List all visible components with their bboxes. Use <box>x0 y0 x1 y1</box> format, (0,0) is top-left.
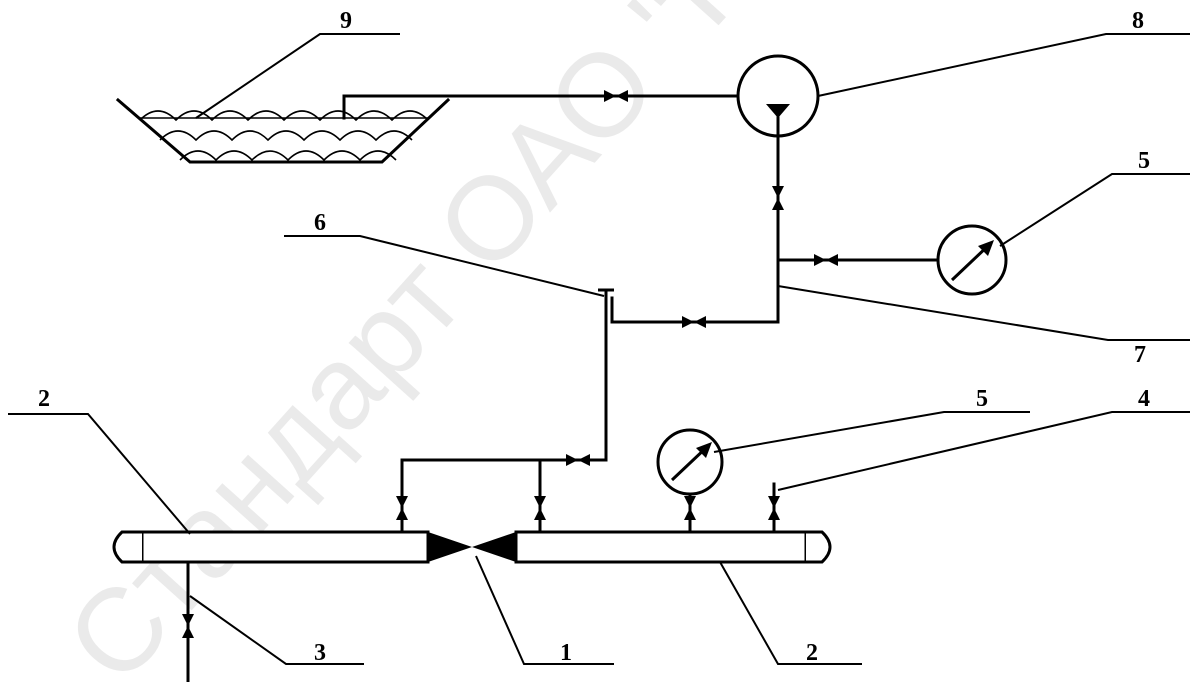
pipe-section <box>514 530 832 564</box>
supply-line <box>610 296 780 324</box>
leader-3 <box>189 595 364 665</box>
pressure-gauge-icon <box>656 428 724 496</box>
leader-2-right <box>719 561 862 665</box>
vent-valve <box>768 482 780 534</box>
watermark: Стандарт ОАО "Газпром трансгаз" <box>41 0 1196 682</box>
leader-6 <box>284 235 605 297</box>
leader-2-left <box>8 413 191 535</box>
water-reservoir <box>115 97 451 164</box>
valve-icon <box>604 90 628 102</box>
label-6: 6 <box>314 210 326 236</box>
valve-icon <box>814 254 838 266</box>
label-2-left: 2 <box>38 386 50 412</box>
fill-manifold <box>400 458 608 534</box>
label-3: 3 <box>314 640 326 666</box>
label-9: 9 <box>340 8 352 34</box>
label-8: 8 <box>1132 8 1144 34</box>
valve-icon <box>534 496 546 520</box>
leader-5-bottom <box>713 411 1030 453</box>
label-5-top: 5 <box>1138 148 1150 174</box>
air-vent <box>598 288 614 462</box>
leader-1 <box>475 555 614 665</box>
leader-9 <box>195 33 400 119</box>
drain-line <box>182 560 194 682</box>
valve-icon <box>566 454 590 466</box>
valve-icon <box>772 186 784 210</box>
label-1: 1 <box>560 640 572 666</box>
weld-joint <box>428 532 516 562</box>
label-7: 7 <box>1134 342 1146 368</box>
watermark-text: Стандарт ОАО "Газпром трансгаз" <box>41 0 1196 682</box>
pipe-section <box>112 530 430 564</box>
leader-5-top <box>999 173 1190 247</box>
label-5-bottom: 5 <box>976 386 988 412</box>
valve-icon <box>396 496 408 520</box>
label-4: 4 <box>1138 386 1150 412</box>
label-2-right: 2 <box>806 640 818 666</box>
leader-8 <box>817 33 1190 97</box>
valve-icon <box>684 496 696 520</box>
valve-icon <box>682 316 706 328</box>
leader-7 <box>777 285 1190 341</box>
pressure-gauge-icon <box>936 224 1008 296</box>
leader-4 <box>777 411 1190 491</box>
